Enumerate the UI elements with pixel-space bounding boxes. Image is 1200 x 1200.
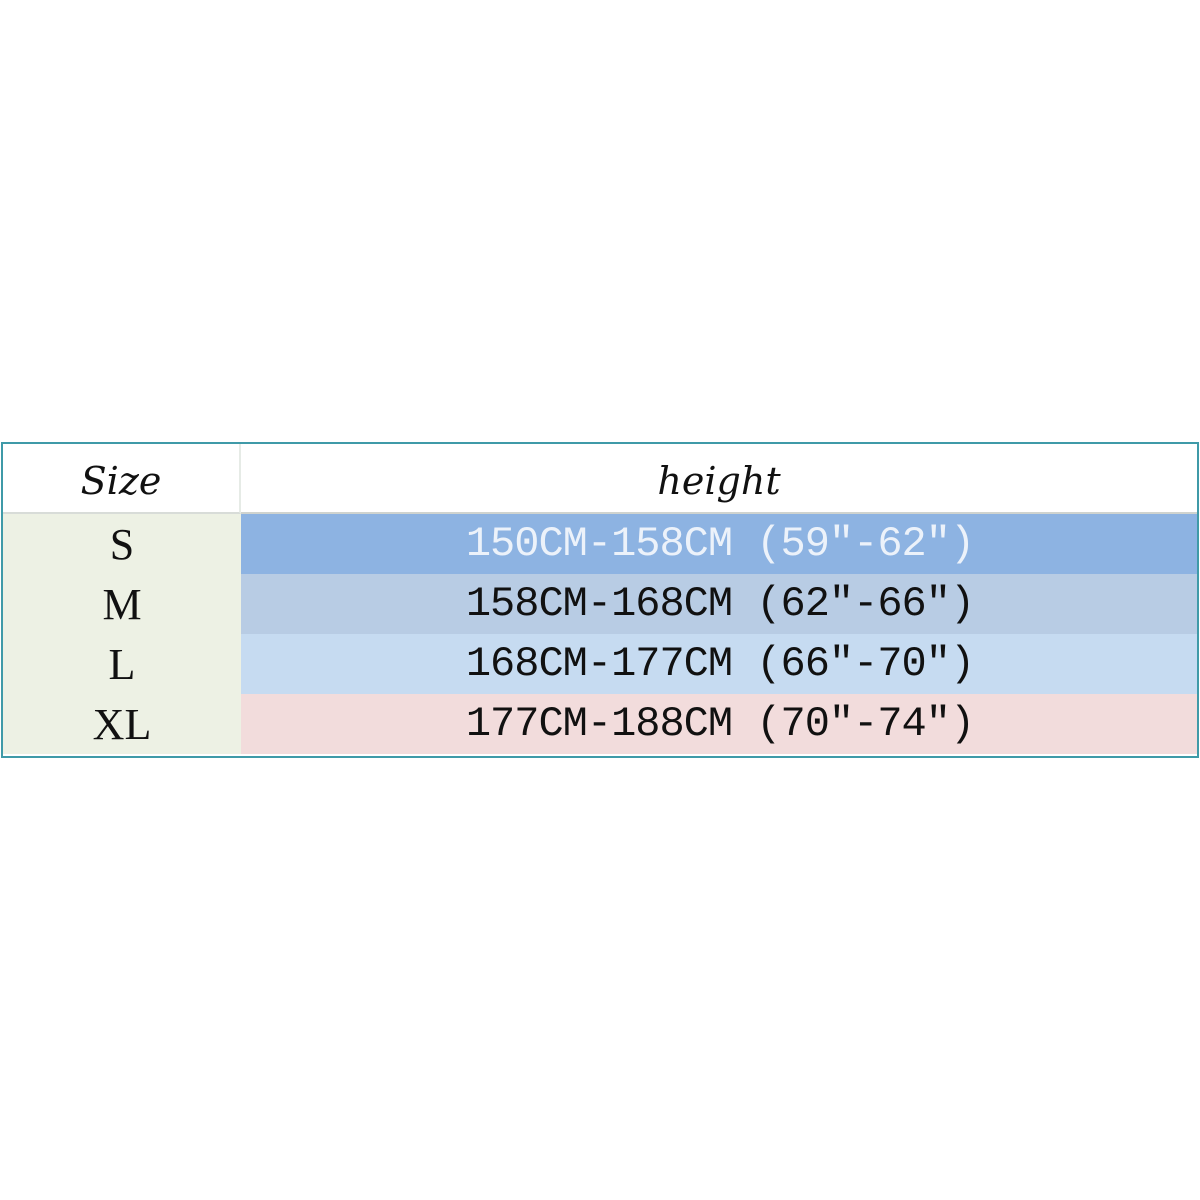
height-range-m: 158CM-168CM (62″-66″) bbox=[241, 574, 1197, 634]
height-range-l: 168CM-177CM (66″-70″) bbox=[241, 634, 1197, 694]
size-label-xl: XL bbox=[3, 694, 241, 754]
size-chart-table: Size height S 150CM-158CM (59″-62″) M 15… bbox=[1, 442, 1199, 758]
height-range-xl: 177CM-188CM (70″-74″) bbox=[241, 694, 1197, 754]
column-header-size: Size bbox=[3, 444, 241, 514]
height-range-s: 150CM-158CM (59″-62″) bbox=[241, 514, 1197, 574]
size-label-l: L bbox=[3, 634, 241, 694]
size-label-s: S bbox=[3, 514, 241, 574]
column-header-height: height bbox=[241, 444, 1197, 514]
size-label-m: M bbox=[3, 574, 241, 634]
